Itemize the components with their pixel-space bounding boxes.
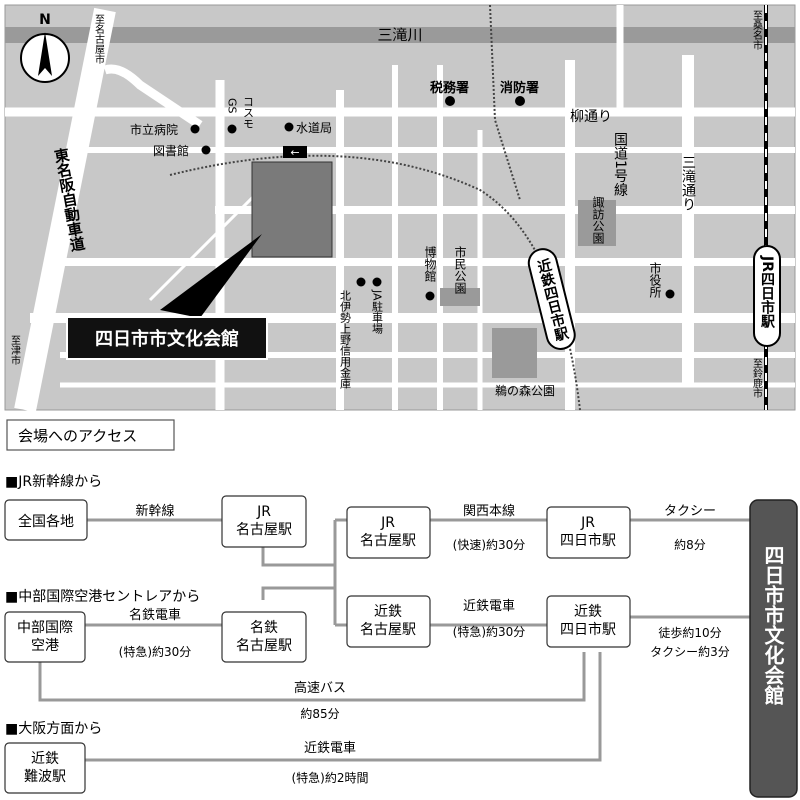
edge-meitetsu: 名鉄電車 bbox=[129, 607, 181, 623]
edge-kintetsu-time: (特急)約30分 bbox=[453, 624, 526, 639]
svg-text:近鉄四日市駅: 近鉄四日市駅 bbox=[560, 604, 616, 638]
edge-kintetsu: 近鉄電車 bbox=[463, 599, 515, 614]
landmark-hospital: 市立病院 bbox=[130, 122, 200, 137]
svg-text:市民公園: 市民公園 bbox=[453, 245, 467, 294]
access-title-box bbox=[6, 419, 175, 451]
edge-osaka-time: (特急)約2時間 bbox=[292, 770, 369, 785]
landmark-zeimusho: 税務署 bbox=[430, 80, 469, 106]
svg-text:名鉄名古屋駅: 名鉄名古屋駅 bbox=[236, 620, 292, 654]
svg-text:JR四日市駅: JR四日市駅 bbox=[560, 515, 616, 549]
section-centrair: ■中部国際空港セントレアから bbox=[5, 589, 200, 605]
svg-text:水道局: 水道局 bbox=[296, 121, 332, 135]
venue-destination-box: 四日市市文化会館 bbox=[749, 499, 798, 798]
venue-pointer bbox=[160, 234, 262, 318]
venue-callout-box bbox=[66, 316, 268, 360]
access-title: 会場へのアクセス bbox=[18, 427, 137, 445]
svg-text:消防署: 消防署 bbox=[500, 80, 539, 96]
north-label: N bbox=[39, 12, 51, 28]
node-zenkoku: 全国各地 bbox=[4, 499, 88, 541]
kintetsu-rail bbox=[169, 154, 581, 411]
landmark-shobosho: 消防署 bbox=[500, 80, 539, 106]
edge-kansai-line: 関西本線 bbox=[463, 503, 515, 519]
one-way-sign: ← bbox=[283, 146, 307, 159]
svg-text:税務署: 税務署 bbox=[430, 80, 469, 96]
dir-suzuka-label: 至鈴鹿市 bbox=[751, 358, 763, 399]
dir-kuwana-label: 至桑名市 bbox=[751, 10, 763, 51]
node-kintetsu-yokkaichi: 近鉄四日市駅 bbox=[546, 595, 631, 648]
landmark-shimin-park: 市民公園 bbox=[453, 245, 467, 294]
landmark-cosmo: コスモ bbox=[242, 96, 255, 129]
svg-text:市立病院: 市立病院 bbox=[130, 122, 178, 137]
svg-text:←: ← bbox=[290, 146, 299, 159]
route1-label: 国道1号線 bbox=[612, 132, 628, 197]
expressway-ramp bbox=[103, 64, 203, 129]
landmark-shinkin: 北伊勢上野信用金庫 bbox=[339, 277, 366, 390]
mitaki-label: 三滝通り bbox=[680, 155, 696, 211]
venue-callout-label: 四日市市文化会館 bbox=[95, 328, 239, 350]
svg-text:北伊勢上野信用金庫: 北伊勢上野信用金庫 bbox=[339, 290, 352, 390]
edge-osaka-kintetsu: 近鉄電車 bbox=[304, 741, 356, 756]
edge-bus: 高速バス bbox=[294, 680, 346, 696]
jr-station-badge: JR四日市駅 bbox=[753, 245, 781, 347]
dir-nagoya-label: 至名古屋市 bbox=[93, 14, 105, 65]
river-label: 三滝川 bbox=[377, 26, 422, 44]
svg-text:図書館: 図書館 bbox=[153, 143, 189, 158]
edge-bus-time: 約85分 bbox=[300, 706, 339, 721]
node-meitetsu-nagoya: 名鉄名古屋駅 bbox=[221, 611, 307, 663]
edge-kansai-time: (快速)約30分 bbox=[453, 537, 526, 552]
svg-text:近鉄難波駅: 近鉄難波駅 bbox=[24, 751, 66, 785]
edge-meitetsu-time: (特急)約30分 bbox=[119, 644, 192, 659]
svg-text:博物館: 博物館 bbox=[423, 245, 437, 282]
svg-text:中部国際空港: 中部国際空港 bbox=[17, 620, 73, 654]
svg-text:GS: GS bbox=[226, 98, 239, 114]
svg-text:諏訪公園: 諏訪公園 bbox=[591, 195, 605, 244]
edge-taxi-time: 約8分 bbox=[674, 537, 706, 552]
landmark-gs: GS bbox=[226, 98, 239, 134]
section-shinkansen: ■JR新幹線から bbox=[5, 473, 102, 490]
svg-text:四日市市文化会館: 四日市市文化会館 bbox=[761, 545, 785, 706]
node-centrair: 中部国際空港 bbox=[4, 611, 86, 663]
suwa-park-area bbox=[578, 200, 616, 246]
node-kintetsu-nagoya: 近鉄名古屋駅 bbox=[346, 595, 431, 648]
edge-taxi-time-2: タクシー約3分 bbox=[650, 644, 730, 659]
river-band bbox=[5, 27, 795, 43]
north-arrow: N bbox=[20, 12, 70, 83]
svg-text:全国各地: 全国各地 bbox=[18, 513, 74, 530]
expressway-road bbox=[14, 7, 116, 413]
dir-tsu-label: 至津市 bbox=[9, 335, 21, 366]
landmark-museum: 博物館 bbox=[423, 245, 437, 301]
map-area: N 三滝川 至名古屋市 至桑名市 至津市 至鈴鹿市 東名阪自動車道 柳通り 国道… bbox=[4, 4, 796, 413]
access-section: 会場へのアクセス ■JR新幹線から ■中部国際空港セントレアから ■大阪方面から… bbox=[4, 419, 798, 798]
shimin-park-area bbox=[440, 288, 480, 306]
landmark-ja-parking: JA駐車場 bbox=[371, 277, 384, 334]
svg-text:JR四日市駅: JR四日市駅 bbox=[759, 255, 775, 329]
landmark-city-hall: 市役所 bbox=[648, 261, 675, 299]
svg-text:市役所: 市役所 bbox=[648, 261, 662, 298]
venue-building bbox=[251, 161, 333, 258]
landmark-unomori-park: 鵜の森公園 bbox=[495, 383, 555, 398]
landmark-library: 図書館 bbox=[153, 143, 211, 158]
svg-text:近鉄名古屋駅: 近鉄名古屋駅 bbox=[360, 604, 416, 638]
svg-text:JA駐車場: JA駐車場 bbox=[371, 289, 384, 334]
unomori-park-area bbox=[492, 328, 537, 378]
svg-text:コスモ: コスモ bbox=[242, 96, 255, 129]
edge-shinkansen: 新幹線 bbox=[135, 503, 174, 519]
landmark-suwa-park: 諏訪公園 bbox=[591, 195, 605, 244]
node-kintetsu-namba: 近鉄難波駅 bbox=[4, 742, 86, 794]
landmark-suidokyoku: 水道局 bbox=[284, 121, 332, 135]
route-lines bbox=[38, 518, 750, 762]
svg-text:鵜の森公園: 鵜の森公園 bbox=[495, 383, 555, 398]
edge-walk-time: 徒歩約10分 bbox=[658, 625, 721, 640]
edge-taxi: タクシー bbox=[664, 504, 716, 519]
section-osaka: ■大阪方面から bbox=[5, 721, 102, 737]
yanagi-label: 柳通り bbox=[570, 108, 612, 125]
